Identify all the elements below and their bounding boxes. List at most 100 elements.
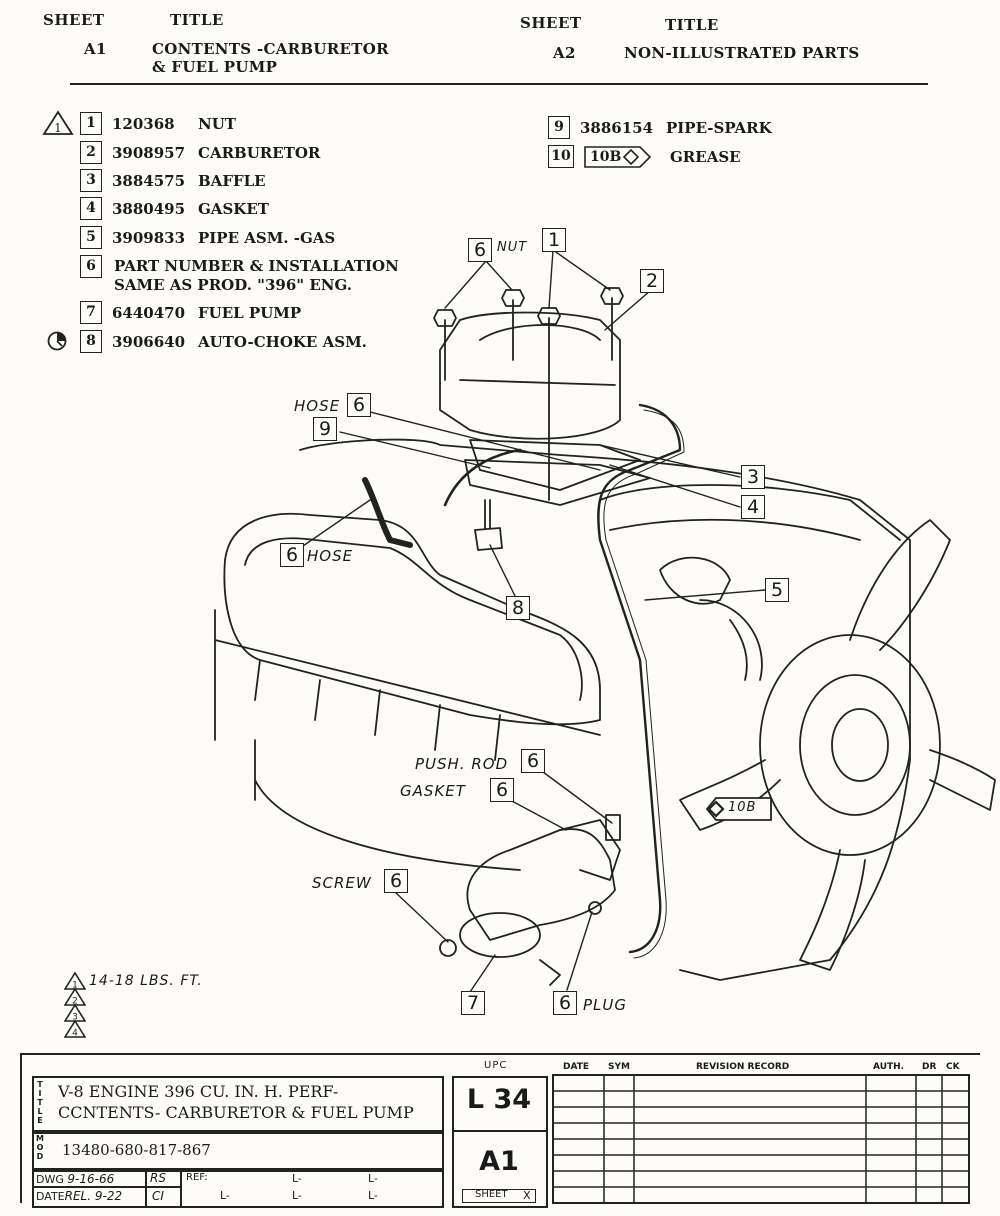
grease-tag-diagram-shape-icon — [706, 797, 772, 821]
part-index-box: 4 — [80, 197, 102, 220]
callout-9: 9 — [313, 417, 337, 441]
svg-text:2: 2 — [72, 997, 78, 1007]
carburetor-base — [469, 439, 641, 491]
part-description: GASKET — [198, 199, 269, 218]
exhaust-manifold — [214, 609, 601, 761]
fan-blade-top — [849, 519, 951, 651]
divider — [32, 1186, 182, 1188]
nut — [600, 287, 624, 305]
part-number: 3906640 — [112, 332, 186, 351]
parts-list-row: 6 — [80, 255, 112, 278]
part-index-box: 1 — [80, 112, 102, 135]
callout-1: 1 — [542, 228, 566, 252]
torque-note-triangle-1-icon: 1 — [42, 110, 74, 135]
fuel-pump-outlet — [539, 959, 561, 986]
date-label: DATEREL. 9-22 — [36, 1189, 123, 1203]
grease-tag-shape-icon — [584, 145, 652, 168]
callout-6-hose-top: 6 — [347, 393, 371, 417]
ref-cell: L- — [368, 1189, 378, 1202]
fan-blade-right — [929, 749, 996, 811]
leader-lines — [299, 249, 766, 993]
sheet-id-right: A2 — [553, 44, 576, 62]
valve-cover-left-inner — [244, 537, 583, 701]
nut — [537, 307, 561, 325]
part-number: 120368 — [112, 114, 175, 133]
callout-6-push-rod: 6 — [521, 749, 545, 773]
svg-text:4: 4 — [72, 1029, 78, 1039]
sheet-value: A1 — [479, 1146, 519, 1177]
title-block-top-rule — [20, 1053, 980, 1055]
fuel-pipe-inner — [603, 409, 685, 959]
part-number: 3909833 — [112, 228, 186, 247]
label-nut: NUT — [497, 240, 528, 255]
sheet-title-line1: CONTENTS -CARBURETOR — [152, 40, 389, 58]
pulley-inner — [831, 708, 889, 782]
part-number: 3880495 — [112, 199, 186, 218]
revision-header-date: DATE — [563, 1062, 590, 1072]
carburetor-top — [459, 324, 616, 386]
title-header-label-right: TITLE — [665, 16, 719, 34]
label-screw: SCREW — [312, 874, 372, 892]
callout-7: 7 — [461, 991, 485, 1015]
part-index-box: 5 — [80, 226, 102, 249]
sheet-title-right: NON-ILLUSTRATED PARTS — [624, 44, 860, 62]
sheet-header-label-right: SHEET — [520, 14, 582, 32]
part-index-box: 2 — [80, 141, 102, 164]
part-description: PART NUMBER & INSTALLATION SAME AS PROD.… — [114, 257, 399, 295]
upc-value: L 34 — [466, 1084, 532, 1115]
label-plug: PLUG — [583, 996, 628, 1014]
revision-header-record: REVISION RECORD — [696, 1062, 790, 1072]
nut — [433, 309, 457, 327]
sheet-footer-label: SHEET — [475, 1189, 508, 1200]
fuel-pump-body — [466, 828, 616, 941]
part-number: 3884575 — [112, 171, 186, 190]
revision-header-ck: CK — [946, 1062, 960, 1072]
callout-5: 5 — [765, 578, 789, 602]
part-number: 6440470 — [112, 303, 186, 322]
part-index-box: 3 — [80, 169, 102, 192]
fuel-pipe — [597, 403, 682, 954]
callout-6-screw: 6 — [384, 869, 408, 893]
callout-6-nut: 6 — [468, 238, 492, 262]
parts-list-row: 5 3909833 PIPE ASM. -GAS — [80, 226, 335, 249]
pulley-mid — [799, 674, 911, 816]
pulley-outer — [759, 634, 941, 856]
torque-triangle-4-icon: 4 — [64, 1020, 86, 1038]
grease-tag-diagram-label: 10B — [728, 800, 757, 815]
part-description: FUEL PUMP — [198, 303, 302, 322]
hose-left — [362, 477, 413, 548]
rel-date: REL. 9-22 — [64, 1189, 123, 1203]
callout-8: 8 — [506, 596, 530, 620]
valve-cover-right — [599, 484, 901, 541]
engine-illustration — [214, 249, 996, 993]
engine-block-outline — [299, 438, 911, 981]
part-description: PIPE-SPARK — [666, 118, 772, 137]
svg-text:1: 1 — [54, 121, 62, 135]
parts-list-row: 7 6440470 FUEL PUMP — [80, 301, 301, 324]
ref-cell: L- — [292, 1189, 302, 1202]
fuel-pump-diaphragm — [459, 912, 541, 958]
auto-choke — [474, 499, 503, 551]
clock-symbol-icon — [47, 331, 67, 351]
parts-list-row: 9 3886154 PIPE-SPARK — [548, 116, 772, 139]
grease-tag-label: 10B — [590, 148, 622, 165]
parts-list-row: 4 3880495 GASKET — [80, 197, 269, 220]
drawing-title-line1: V-8 ENGINE 396 CU. IN. H. PERF- — [58, 1082, 339, 1101]
part-index-box: 7 — [80, 301, 102, 324]
water-pump — [699, 599, 763, 681]
label-hose-top: HOSE — [294, 397, 341, 415]
callout-6-plug: 6 — [553, 991, 577, 1015]
fuel-pump-flange — [559, 819, 621, 881]
title-cell — [32, 1076, 444, 1134]
title-header-label: TITLE — [170, 11, 224, 29]
carburetor-body — [439, 311, 621, 440]
fuel-pump-plug — [588, 901, 602, 915]
sheet-title-line2: & FUEL PUMP — [152, 58, 278, 76]
part-index-box: 6 — [80, 255, 102, 278]
revision-header-dr: DR — [922, 1062, 937, 1072]
ref-cell: L- — [220, 1189, 230, 1202]
part-number: 3886154 — [580, 118, 654, 137]
header-divider — [70, 83, 928, 85]
sheet-id: A1 — [84, 40, 107, 58]
